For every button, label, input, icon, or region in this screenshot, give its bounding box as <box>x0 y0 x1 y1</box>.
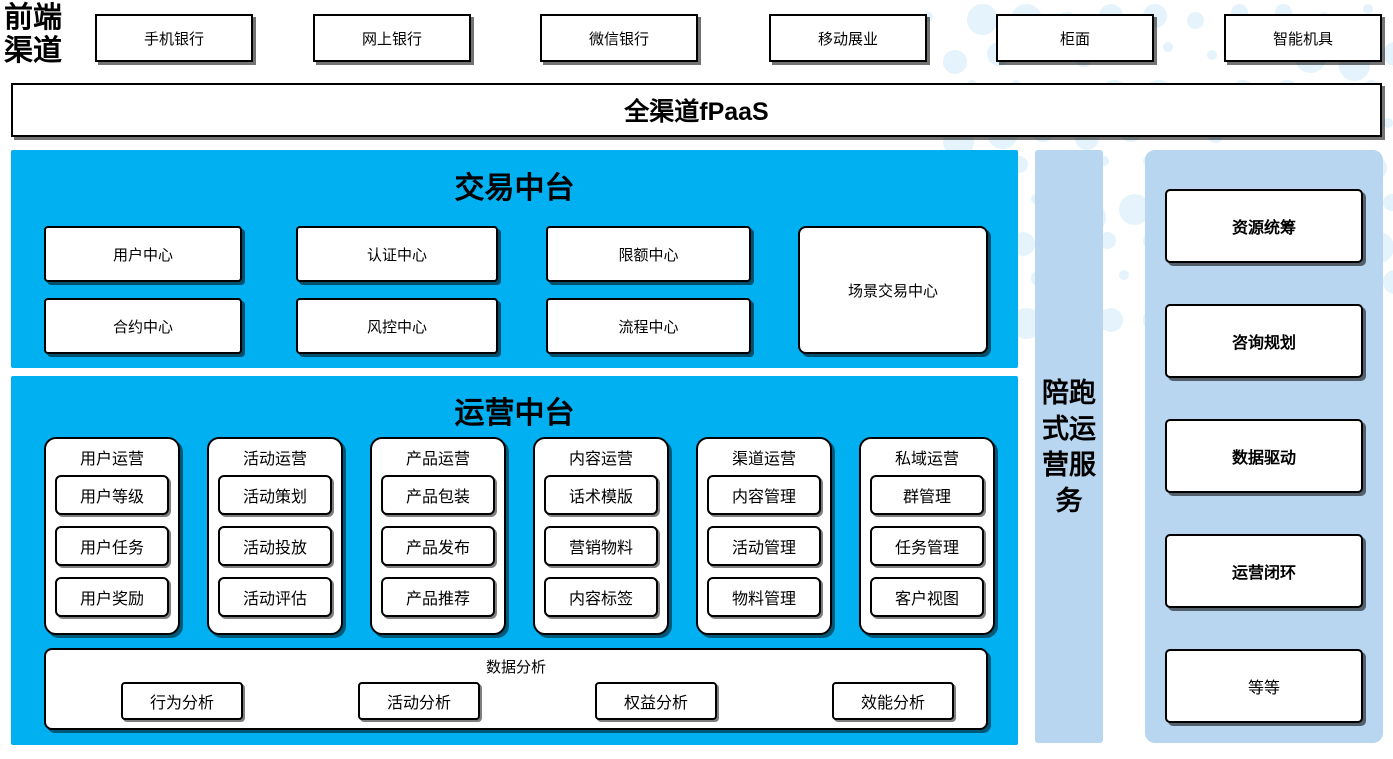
ops-item-activity-ops-1[interactable]: 活动策划 <box>218 475 332 515</box>
analysis-item-activity[interactable]: 活动分析 <box>358 682 480 720</box>
front-channel-label: 前端 渠道 <box>4 2 88 68</box>
ops-item-content-ops-1[interactable]: 话术模版 <box>544 475 658 515</box>
ops-platform-title: 运营中台 <box>454 397 575 430</box>
accompanying-ops-service-label: 陪跑式运营服务 <box>1042 377 1096 516</box>
ops-card-product-ops: 产品运营产品包装产品发布产品推荐 <box>370 437 506 635</box>
ops-item-user-ops-2[interactable]: 用户任务 <box>55 526 169 566</box>
ops-card-private-domain-ops: 私域运营群管理任务管理客户视图 <box>859 437 995 635</box>
ops-card-title-product-ops: 产品运营 <box>405 451 470 468</box>
ops-card-title-user-ops: 用户运营 <box>79 451 144 468</box>
capability-card-ops-closed-loop[interactable]: 运营闭环 <box>1165 534 1363 608</box>
decorative-dot <box>943 50 967 74</box>
ops-item-product-ops-3[interactable]: 产品推荐 <box>381 577 495 617</box>
capability-card-consulting-planning[interactable]: 咨询规划 <box>1165 304 1363 378</box>
capability-panel: 资源统筹 咨询规划 数据驱动 运营闭环 等等 <box>1145 150 1383 743</box>
ops-item-product-ops-2[interactable]: 产品发布 <box>381 526 495 566</box>
decorative-dot <box>1383 270 1393 294</box>
fpaas-bar[interactable]: 全渠道fPaaS <box>11 83 1382 137</box>
ops-item-channel-ops-2[interactable]: 活动管理 <box>707 526 821 566</box>
trade-platform-panel: 交易中台 用户中心 认证中心 限额中心 合约中心 风控中心 流程中心 场景交易中… <box>11 150 1018 368</box>
channel-smart-device[interactable]: 智能机具 <box>1224 14 1382 62</box>
trade-item-auth-center[interactable]: 认证中心 <box>296 226 498 282</box>
trade-item-user-center[interactable]: 用户中心 <box>44 226 242 282</box>
decorative-dot <box>1383 118 1393 128</box>
ops-item-channel-ops-3[interactable]: 物料管理 <box>707 577 821 617</box>
ops-item-product-ops-1[interactable]: 产品包装 <box>381 475 495 515</box>
ops-item-private-domain-ops-2[interactable]: 任务管理 <box>870 526 984 566</box>
channel-mobile-biz[interactable]: 移动展业 <box>769 14 927 62</box>
ops-item-user-ops-1[interactable]: 用户等级 <box>55 475 169 515</box>
ops-item-content-ops-3[interactable]: 内容标签 <box>544 577 658 617</box>
data-analysis-group: 数据分析 行为分析 活动分析 权益分析 效能分析 <box>44 648 988 730</box>
trade-item-risk-center[interactable]: 风控中心 <box>296 298 498 354</box>
decorative-dot <box>1383 42 1393 66</box>
decorative-dot <box>1187 12 1204 29</box>
ops-card-title-private-domain-ops: 私域运营 <box>894 451 959 468</box>
trade-item-limit-center[interactable]: 限额中心 <box>546 226 751 282</box>
ops-card-content-ops: 内容运营话术模版营销物料内容标签 <box>533 437 669 635</box>
capability-card-etc[interactable]: 等等 <box>1165 649 1363 723</box>
data-analysis-title: 数据分析 <box>485 659 546 676</box>
ops-item-content-ops-2[interactable]: 营销物料 <box>544 526 658 566</box>
decorative-dot <box>1207 50 1217 60</box>
front-channel-label-line-2: 渠道 <box>4 35 63 67</box>
capability-card-resource-coordination[interactable]: 资源统筹 <box>1165 189 1363 263</box>
analysis-item-rights[interactable]: 权益分析 <box>595 682 717 720</box>
ops-item-private-domain-ops-1[interactable]: 群管理 <box>870 475 984 515</box>
ops-platform-panel: 运营中台 用户运营用户等级用户任务用户奖励活动运营活动策划活动投放活动评估产品运… <box>11 376 1018 745</box>
trade-item-contract-center[interactable]: 合约中心 <box>44 298 242 354</box>
decorative-dot <box>1383 194 1393 211</box>
capability-card-data-driven[interactable]: 数据驱动 <box>1165 419 1363 493</box>
channel-wechat-bank[interactable]: 微信银行 <box>540 14 698 62</box>
channel-online-bank[interactable]: 网上银行 <box>313 14 471 62</box>
decorative-dot <box>967 4 998 35</box>
ops-card-activity-ops: 活动运营活动策划活动投放活动评估 <box>207 437 343 635</box>
ops-card-title-content-ops: 内容运营 <box>568 451 633 468</box>
decorative-dot <box>1163 42 1173 52</box>
ops-item-private-domain-ops-3[interactable]: 客户视图 <box>870 577 984 617</box>
ops-card-title-channel-ops: 渠道运营 <box>731 451 796 468</box>
analysis-item-efficiency[interactable]: 效能分析 <box>832 682 954 720</box>
trade-item-process-center[interactable]: 流程中心 <box>546 298 751 354</box>
analysis-item-behavior[interactable]: 行为分析 <box>121 682 243 720</box>
ops-item-channel-ops-1[interactable]: 内容管理 <box>707 475 821 515</box>
trade-item-scene-trade-center[interactable]: 场景交易中心 <box>798 226 988 354</box>
ops-card-user-ops: 用户运营用户等级用户任务用户奖励 <box>44 437 180 635</box>
ops-card-channel-ops: 渠道运营内容管理活动管理物料管理 <box>696 437 832 635</box>
accompanying-ops-service-column: 陪跑式运营服务 <box>1035 150 1103 743</box>
decorative-dot <box>1119 270 1129 280</box>
decorative-dot <box>1363 4 1373 14</box>
channel-counter[interactable]: 柜面 <box>996 14 1154 62</box>
trade-platform-title: 交易中台 <box>454 172 575 205</box>
channel-mobile-bank[interactable]: 手机银行 <box>95 14 253 62</box>
ops-item-activity-ops-3[interactable]: 活动评估 <box>218 577 332 617</box>
front-channel-label-line-1: 前端 <box>4 2 63 34</box>
ops-item-user-ops-3[interactable]: 用户奖励 <box>55 577 169 617</box>
ops-item-activity-ops-2[interactable]: 活动投放 <box>218 526 332 566</box>
ops-card-title-activity-ops: 活动运营 <box>242 451 307 468</box>
